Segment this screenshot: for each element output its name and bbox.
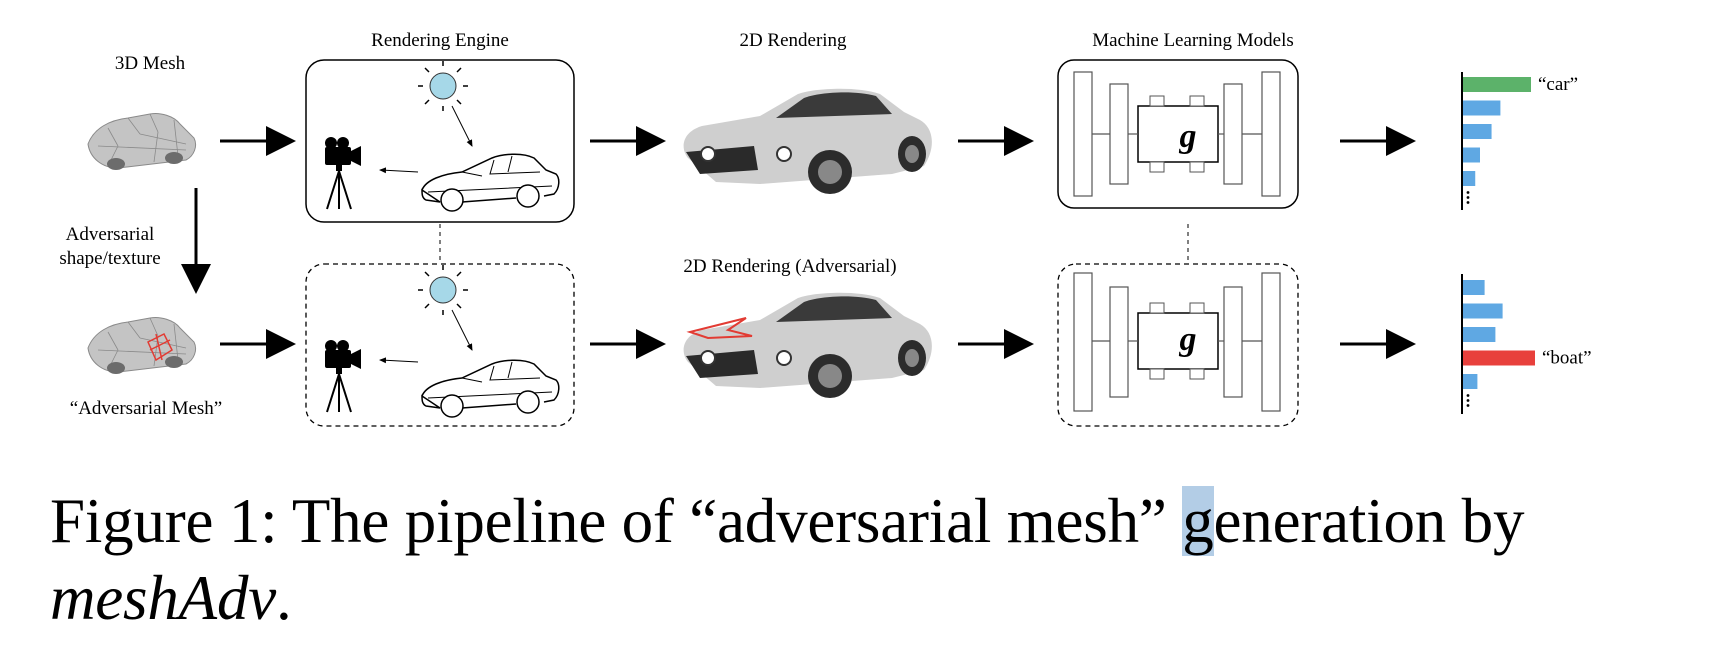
rendering-engine-box: [305, 59, 575, 223]
bar: [1463, 124, 1492, 139]
rendering-2d-adv-title: 2D Rendering (Adversarial): [683, 256, 896, 277]
adv-mesh-car-icon: [87, 316, 197, 375]
caption-period: .: [276, 563, 292, 633]
caption-italic: meshAdv: [50, 563, 277, 633]
bar-label: “car”: [1538, 74, 1578, 95]
ml-models-title: Machine Learning Models: [1092, 30, 1294, 51]
line-car-icon: [421, 153, 560, 212]
ellipsis-dot: [1466, 399, 1470, 402]
light-arrow: [451, 105, 473, 147]
rendering-2d-title: 2D Rendering: [739, 30, 847, 51]
adv-mesh-label: “Adversarial Mesh”: [70, 398, 222, 419]
mesh-car-icon: [87, 112, 197, 171]
ellipsis-dot: [1466, 404, 1470, 407]
model-symbol: g: [1179, 118, 1197, 155]
mesh-title: 3D Mesh: [115, 53, 186, 74]
bar: [1463, 303, 1503, 319]
adv-mesh-perturbation: [147, 332, 173, 362]
camera-icon: [324, 136, 362, 210]
adv-sun-icon: [417, 264, 469, 316]
adv-rendered-car-image: [682, 291, 933, 399]
bar: [1463, 327, 1496, 342]
caption-highlight: g: [1182, 486, 1214, 556]
bar: [1463, 147, 1480, 163]
adv-ml-model-frame: [1057, 263, 1299, 427]
bar: [1463, 100, 1501, 116]
adversarial-label-line2: shape/texture: [59, 248, 160, 269]
adv-light-arrow: [451, 309, 473, 351]
ellipsis-dot: [1466, 191, 1470, 194]
adv-render-perturbation: [686, 317, 753, 340]
figure-caption: Figure 1: The pipeline of “adversarial m…: [50, 483, 1690, 637]
sun-icon: [417, 60, 469, 112]
adversarial-label-line1: Adversarial: [66, 224, 155, 245]
bar: [1463, 77, 1531, 92]
rendered-car-image: [682, 87, 933, 195]
caption-text: Figure 1: The pipeline of “adversarial m…: [50, 486, 1183, 556]
adv-view-arrow: [379, 357, 419, 364]
bar: [1463, 280, 1485, 295]
caption-text-end: eneration by: [1213, 486, 1525, 556]
adv-line-car-icon: [421, 359, 560, 418]
bar: [1463, 350, 1535, 366]
view-arrow: [379, 167, 419, 174]
rendering-engine-title: Rendering Engine: [371, 30, 509, 51]
bar-label: “boat”: [1542, 348, 1592, 369]
bar-chart-bottom: “boat”: [1461, 274, 1592, 414]
bar-chart-top: “car”: [1461, 72, 1578, 210]
ml-model-diagram: [1057, 59, 1299, 209]
bar: [1463, 171, 1476, 186]
bar: [1463, 374, 1478, 389]
adv-camera-icon: [324, 339, 362, 413]
adv-ml-model-diagram: [1073, 272, 1281, 412]
ellipsis-dot: [1466, 196, 1470, 199]
ellipsis-dot: [1466, 394, 1470, 397]
ellipsis-dot: [1466, 201, 1470, 204]
adv-model-symbol: g: [1179, 321, 1197, 358]
